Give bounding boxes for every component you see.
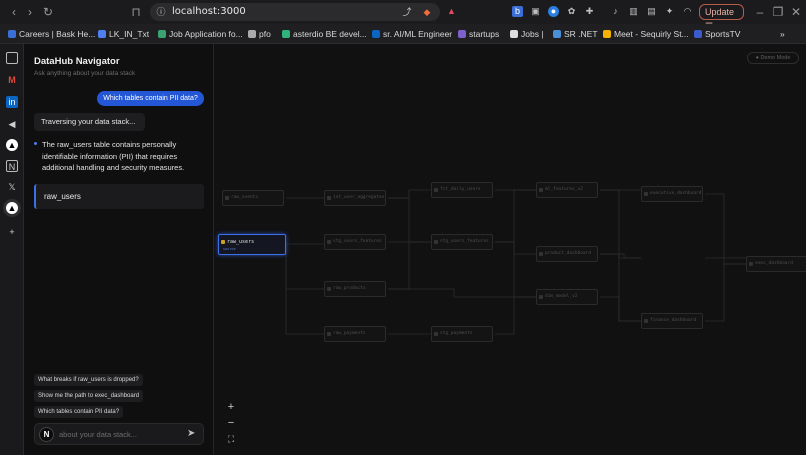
close-icon[interactable]: ✕ [790,5,802,19]
page-subtitle: Ask anything about your data stack [34,70,136,77]
bookmark-item[interactable]: Job Application fo... [158,27,243,41]
back-icon[interactable]: ‹ [12,5,16,19]
lineage-node[interactable]: stg_users_features [431,234,493,250]
app-icon[interactable]: ▲ [6,202,18,214]
lineage-node[interactable]: dim_model_v2 [536,289,598,305]
browser-toolbar: ‹ › ↻ ⊓ ⓘ localhost:3000 ⤴ ◆ ▲ b ▣ ● ✿ ✚… [0,0,806,31]
lineage-canvas[interactable]: ● Demo Mode raw_eve [214,44,806,455]
bookmark-favicon-icon [603,30,611,38]
gmail-icon[interactable]: M [8,75,16,85]
bookmark-item[interactable]: SportsTV [694,27,740,41]
bookmarks-overflow-icon[interactable]: » [780,29,785,39]
bookmark-item[interactable]: Jobs | [510,27,544,41]
demo-mode-badge: ● Demo Mode [747,52,799,64]
lineage-node-selected[interactable]: raw_users source [218,234,286,255]
forward-icon[interactable]: › [28,5,32,19]
bookmark-favicon-icon [158,30,166,38]
leo-ai-icon[interactable]: ✦ [665,6,674,16]
bookmark-item[interactable]: sr. AI/ML Engineer [372,27,452,41]
status-message: Traversing your data stack... [34,113,145,131]
suggestion-chip[interactable]: Show me the path to exec_dashboard [34,390,144,402]
bookmark-favicon-icon [510,30,518,38]
lineage-node[interactable]: raw_payments [324,326,386,342]
bookmark-item[interactable]: pfo [248,27,271,41]
lineage-node[interactable]: stg_users_features [324,234,386,250]
bookmark-favicon-icon [282,30,290,38]
bookmark-item[interactable]: Careers | Bask He... [8,27,95,41]
input-placeholder: about your data stack... [59,430,137,439]
zoom-in-button[interactable]: + [227,401,235,413]
node-type-tag: source [223,247,236,251]
brave-rewards-icon[interactable]: ▲ [447,6,456,16]
extension-icon[interactable]: ● [548,6,559,17]
brave-shield-icon[interactable]: ◆ [423,7,431,17]
bookmark-item[interactable]: asterdio BE devel... [282,27,367,41]
assistant-answer: The raw_users table contains personally … [42,140,185,172]
vpn-icon[interactable]: ◠ [683,6,692,16]
bookmark-item[interactable]: SR .NET [553,27,598,41]
lineage-node[interactable]: raw_events [222,190,284,206]
lineage-node[interactable]: executive_dashboard [641,186,703,202]
reload-icon[interactable]: ↻ [42,5,54,19]
user-message: Which tables contain PII data? [97,91,204,106]
sidebar-panel-icon[interactable] [6,52,18,64]
browser-sidebar: M in ◀ ▲ N 𝕏 ▲ + [0,44,24,455]
lineage-node[interactable]: finance_dashboard [641,313,703,329]
avatar: N [39,427,54,442]
speaker-icon[interactable]: ◀ [8,119,16,129]
node-label: raw_users [227,239,255,245]
bullet-icon [34,142,37,145]
bookmark-item[interactable]: Meet - Sequirly St... [603,27,689,41]
wallet-icon[interactable]: ▤ [647,6,656,16]
lineage-node[interactable]: fct_daily_users [431,182,493,198]
lineage-node[interactable]: product_dashboard [536,246,598,262]
linkedin-icon[interactable]: in [6,96,18,108]
address-bar[interactable]: ⓘ localhost:3000 ⤴ ◆ [150,3,440,21]
bookmark-item[interactable]: LK_IN_Txt [98,27,149,41]
update-button[interactable]: Update ☰ [699,4,744,31]
suggestion-chip[interactable]: Which tables contain PII data? [34,406,124,418]
sidebar-toggle-icon[interactable]: ▥ [629,6,638,16]
bookmark-favicon-icon [458,30,466,38]
bookmark-icon[interactable]: ⊓ [131,5,141,19]
bookmark-favicon-icon [8,30,16,38]
extension-icon[interactable]: ✿ [567,6,576,16]
send-icon[interactable]: ➤ [187,428,196,439]
lineage-edges [285,189,746,335]
bookmark-favicon-icon [694,30,702,38]
lineage-node[interactable]: stg_payments [431,326,493,342]
browser-chrome: ‹ › ↻ ⊓ ⓘ localhost:3000 ⤴ ◆ ▲ b ▣ ● ✿ ✚… [0,0,806,44]
minimize-icon[interactable]: – [756,5,764,19]
fit-view-button[interactable]: ⛶ [227,434,235,444]
lineage-node[interactable]: int_user_aggregates [324,190,386,206]
restore-icon[interactable]: ❐ [772,5,784,19]
x-icon[interactable]: 𝕏 [8,182,16,192]
chat-input[interactable]: N about your data stack... ➤ [34,423,204,445]
site-info-icon[interactable]: ⓘ [156,7,166,17]
url-text: localhost:3000 [172,6,246,17]
extension-icon[interactable]: ▣ [531,6,540,16]
extension-icon[interactable]: ♪ [613,6,618,16]
result-table-chip[interactable]: raw_users [34,184,204,209]
bookmark-favicon-icon [372,30,380,38]
extension-icon[interactable]: b [512,6,523,17]
add-icon[interactable]: + [9,227,15,237]
bookmarks-bar: Careers | Bask He... LK_IN_Txt Job Appli… [0,24,806,44]
suggestion-chip[interactable]: What breaks if raw_users is dropped? [34,374,143,386]
zoom-out-button[interactable]: − [227,417,235,429]
lineage-node[interactable]: raw_products [324,281,386,297]
notion-icon[interactable]: N [6,160,18,172]
bookmark-favicon-icon [98,30,106,38]
lineage-node[interactable]: exec_dashboard [746,256,806,272]
bookmark-item[interactable]: startups [458,27,499,41]
extensions-puzzle-icon[interactable]: ✚ [585,6,594,16]
page-title: DataHub Navigator [34,56,120,67]
bookmark-favicon-icon [248,30,256,38]
lineage-node[interactable]: ml_features_v2 [536,182,598,198]
chat-panel: DataHub Navigator Ask anything about you… [24,44,214,455]
share-icon[interactable]: ⤴ [402,7,412,17]
app-icon[interactable]: ▲ [6,139,18,151]
bookmark-favicon-icon [553,30,561,38]
